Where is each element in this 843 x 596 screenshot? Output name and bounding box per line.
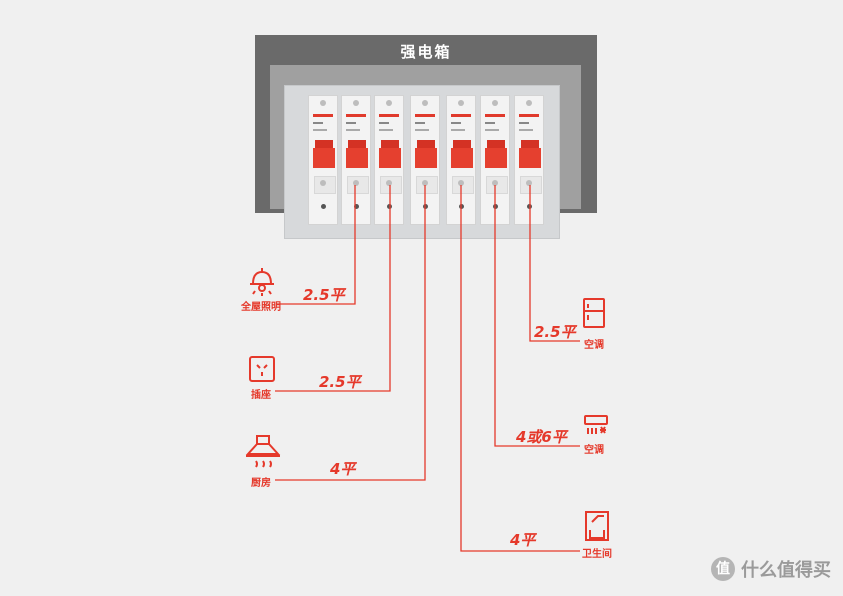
wire-gauge-fridge: 2.5平 xyxy=(534,323,576,341)
watermark-text: 什么值得买 xyxy=(741,560,831,581)
socket-icon xyxy=(249,356,275,382)
wire-fridge-ac xyxy=(529,185,580,342)
breaker-6[interactable] xyxy=(480,95,510,225)
breaker-2[interactable] xyxy=(341,95,371,225)
watermark: 值 什么值得买 xyxy=(711,556,831,582)
wire-gauge-bathroom: 4平 xyxy=(510,531,536,549)
wire-gauge-socket: 2.5平 xyxy=(319,373,361,391)
ceiling-lamp-icon xyxy=(250,268,274,296)
breaker-3[interactable] xyxy=(374,95,404,225)
room-bathroom: 卫生间 xyxy=(582,549,612,560)
room-ac: 空调 xyxy=(584,445,604,456)
breaker-7[interactable] xyxy=(514,95,544,225)
panel-title: 强电箱 xyxy=(400,43,452,61)
room-fridge: 空调 xyxy=(584,340,604,351)
wire-kitchen xyxy=(275,185,426,481)
room-kitchen: 厨房 xyxy=(251,478,271,489)
wire-gauge-ac: 4或6平 xyxy=(516,428,567,446)
wire-socket xyxy=(275,185,391,392)
wire-ac xyxy=(494,185,580,447)
room-socket: 插座 xyxy=(251,390,271,401)
watermark-logo-icon: 值 xyxy=(711,557,735,581)
room-lighting: 全屋照明 xyxy=(241,302,281,313)
breaker-1[interactable] xyxy=(308,95,338,225)
wire-bathroom xyxy=(460,185,580,552)
water-heater-icon xyxy=(585,511,609,541)
wire-gauge-lighting: 2.5平 xyxy=(303,286,345,304)
refrigerator-icon xyxy=(583,298,605,328)
air-conditioner-icon xyxy=(584,415,608,434)
wire-lighting xyxy=(276,185,356,305)
range-hood-icon xyxy=(245,435,281,468)
wire-gauge-kitchen: 4平 xyxy=(330,460,356,478)
